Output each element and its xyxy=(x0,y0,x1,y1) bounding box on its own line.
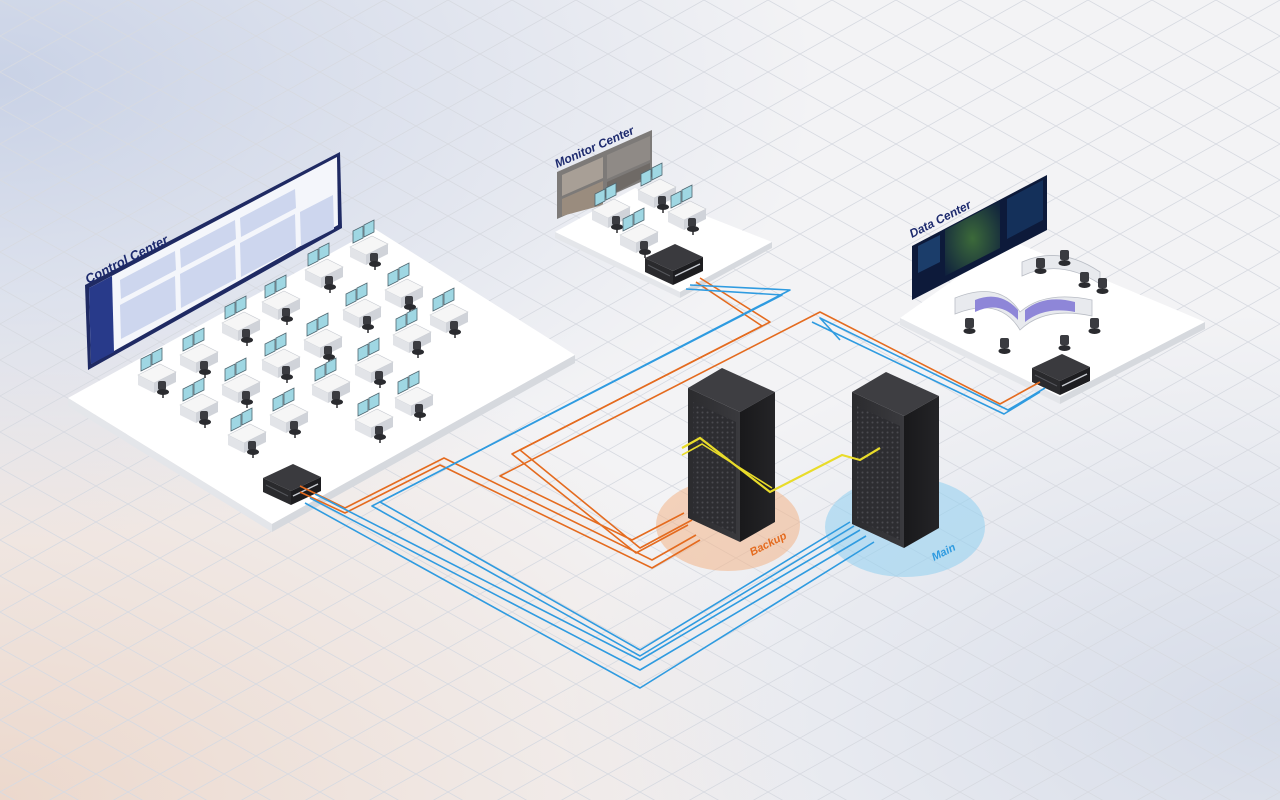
chair-icon xyxy=(687,218,699,235)
chair-icon xyxy=(241,329,253,346)
chair-icon xyxy=(963,318,976,334)
chair-icon xyxy=(289,421,301,438)
workstation-icon xyxy=(221,295,261,346)
blue-link-control-main-3 xyxy=(304,502,875,689)
chair-icon xyxy=(323,346,335,363)
workstation-icon xyxy=(354,392,394,443)
workstation-icon xyxy=(179,327,219,378)
kvm-extender-icon xyxy=(645,244,703,285)
chair-icon xyxy=(199,411,211,428)
workstation-icon xyxy=(384,262,424,313)
chair-icon xyxy=(281,366,293,383)
workstation-icon xyxy=(349,219,389,270)
workstation-icon xyxy=(342,282,382,333)
blue-link-data-main-2 xyxy=(811,321,1041,415)
chair-icon xyxy=(414,404,426,421)
kvm-extender-icon xyxy=(1032,354,1090,395)
data-center-consoles xyxy=(954,250,1109,354)
workstation-icon xyxy=(392,307,432,358)
workstation-icon xyxy=(137,347,177,398)
workstation-icon xyxy=(227,407,267,458)
chair-icon xyxy=(1034,258,1047,274)
orange-link-data-backup xyxy=(499,311,1041,541)
orange-link-monitor-backup-2 xyxy=(511,281,763,554)
workstation-icon xyxy=(303,312,343,363)
yellow-link-backup-main xyxy=(681,436,881,494)
workstation-icon xyxy=(179,377,219,428)
video-wall-icon xyxy=(85,152,342,370)
chair-icon xyxy=(449,321,461,338)
workstation-group xyxy=(137,162,1109,458)
blue-link-control-main xyxy=(314,493,861,661)
blue-link-data-main xyxy=(819,317,1046,411)
cable-layer xyxy=(299,277,1046,689)
chair-icon xyxy=(412,341,424,358)
chair-icon xyxy=(247,441,259,458)
workstation-icon xyxy=(667,184,707,235)
workstation-icon xyxy=(261,332,301,383)
workstation-icon xyxy=(311,357,351,408)
workstation-icon xyxy=(261,274,301,325)
chair-icon xyxy=(1058,335,1071,351)
workstation-icon xyxy=(637,162,677,213)
workstation-icon xyxy=(394,370,434,421)
data-center-platform xyxy=(900,240,1205,404)
chair-icon xyxy=(331,391,343,408)
chair-icon xyxy=(199,361,211,378)
workstation-icon xyxy=(354,337,394,388)
workstation-icon xyxy=(619,207,659,258)
data-wall xyxy=(912,175,1047,300)
orange-link-control-backup-2 xyxy=(299,457,697,561)
workstation-icon xyxy=(591,182,631,233)
kvm-extender-icon xyxy=(263,464,321,505)
workstation-icon xyxy=(269,387,309,438)
blue-link-monitor-main-2 xyxy=(371,288,855,657)
workstation-icon xyxy=(304,242,344,293)
chair-icon xyxy=(611,216,623,233)
chair-icon xyxy=(1058,250,1071,266)
chair-icon xyxy=(657,196,669,213)
chair-icon xyxy=(362,316,374,333)
server-rack-icon xyxy=(688,368,775,542)
chair-icon xyxy=(369,253,381,270)
chair-icon xyxy=(374,426,386,443)
blue-link-control-main-2 xyxy=(309,497,867,671)
server-rack-icon xyxy=(852,372,939,548)
chair-icon xyxy=(639,241,651,258)
monitor-wall xyxy=(557,130,652,219)
kvm-extender-group xyxy=(263,244,1090,505)
chair-icon xyxy=(241,391,253,408)
chair-icon xyxy=(1088,318,1101,334)
chair-icon xyxy=(998,338,1011,354)
chair-icon xyxy=(374,371,386,388)
chair-icon xyxy=(1096,278,1109,294)
chair-icon xyxy=(324,276,336,293)
chair-icon xyxy=(1078,272,1091,288)
chair-icon xyxy=(281,308,293,325)
workstation-icon xyxy=(221,357,261,408)
orange-link-control-backup xyxy=(299,464,701,569)
workstation-icon xyxy=(429,287,469,338)
yellow-link-backup-main-2 xyxy=(681,443,773,489)
chair-icon xyxy=(157,381,169,398)
